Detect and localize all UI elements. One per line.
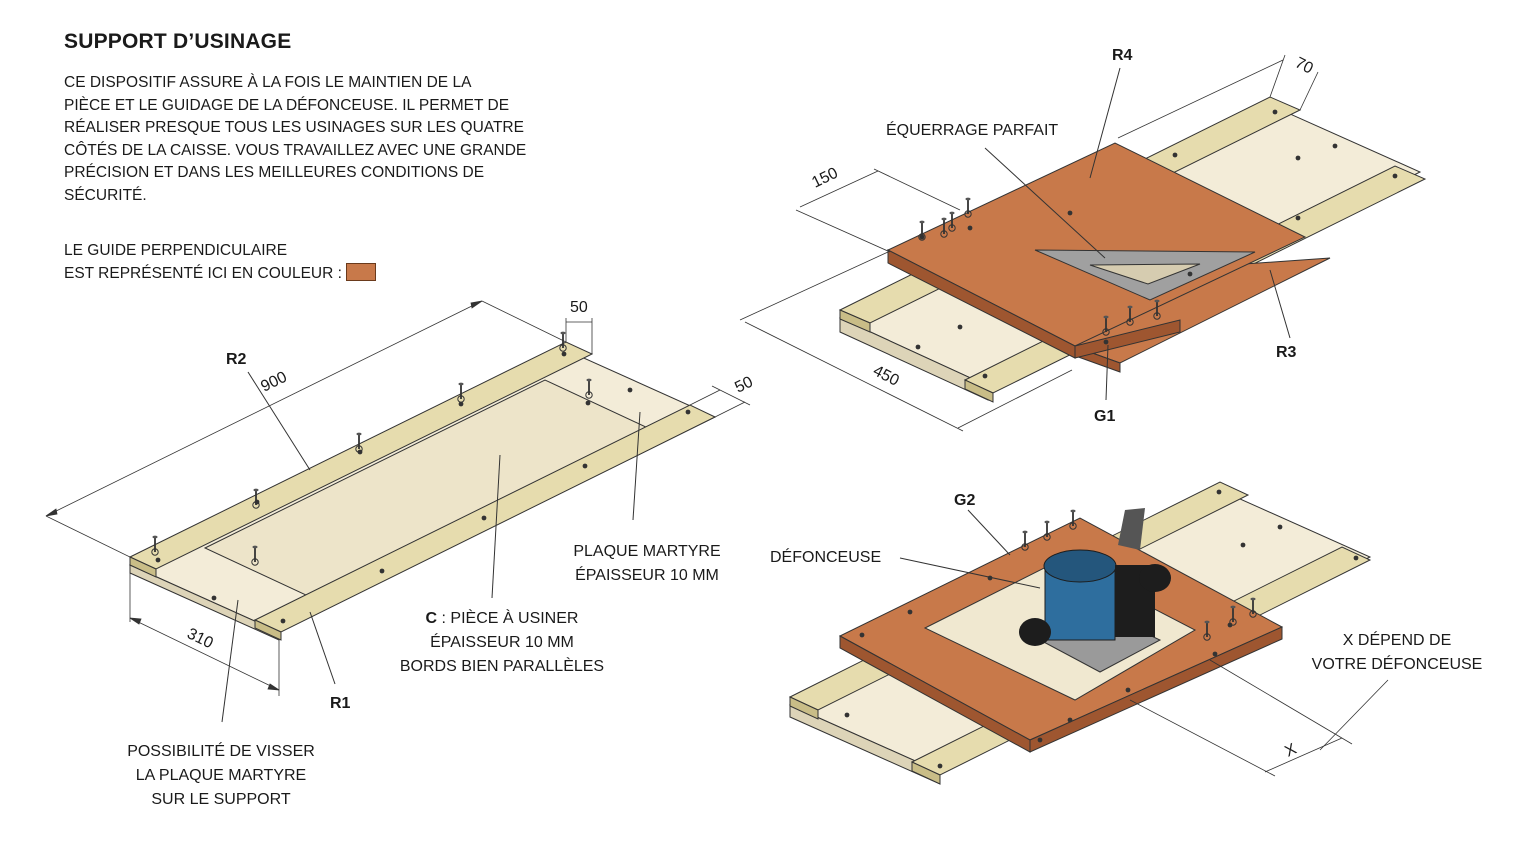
router-dust-port [1118, 508, 1145, 550]
router-top [1043, 549, 1117, 583]
intro-text: CE DISPOSITIF ASSURE À LA FOIS LE MAINTI… [64, 72, 584, 208]
label-piece-3: BORDS BIEN PARALLÈLES [400, 656, 604, 675]
label-piece-c: C [426, 610, 438, 627]
leader-defonceuse [899, 557, 1041, 589]
label-martyre-2: ÉPAISSEUR 10 MM [575, 565, 719, 584]
label-visser-2: LA PLAQUE MARTYRE [136, 767, 306, 784]
dim-900-label: 900 [258, 369, 290, 396]
label-visser-1: POSSIBILITÉ DE VISSER [127, 741, 315, 760]
legend-line-1: LE GUIDE PERPENDICULAIRE [64, 242, 288, 259]
dimension-50-right [689, 385, 751, 418]
leader-g1 [1105, 344, 1109, 401]
leader-martyre [632, 411, 641, 521]
leader-x [1319, 679, 1389, 751]
steel-square-inner [1089, 263, 1201, 285]
leader-r3 [1269, 269, 1291, 339]
label-r4: R4 [1112, 47, 1133, 64]
label-r2: R2 [226, 351, 247, 368]
guide-color-swatch [345, 262, 376, 281]
rail-r2-side [129, 556, 157, 578]
dimension-50-top [565, 318, 593, 354]
br-rail-back-side [789, 696, 819, 720]
intro-line: PRÉCISION ET DANS LES MEILLEURES CONDITI… [64, 164, 485, 182]
router-knob-left [1019, 618, 1051, 646]
intro-line: CE DISPOSITIF ASSURE À LA FOIS LE MAINTI… [64, 74, 472, 91]
tr-rail-back-side [839, 309, 871, 333]
label-g1: G1 [1094, 408, 1115, 425]
leader-g2 [967, 509, 1011, 556]
guide-r4-end [1074, 319, 1181, 359]
guide-g2-end [1029, 626, 1283, 753]
rail-r1-side [254, 619, 282, 641]
label-r3: R3 [1276, 344, 1297, 361]
legend-text: EST REPRÉSENTÉ ICI EN COULEUR : [64, 264, 342, 282]
dim-450-line [744, 321, 964, 432]
br-rail-front-side [911, 761, 941, 785]
dim-150-line [799, 170, 879, 208]
dim-70-label: 70 [1292, 54, 1316, 77]
label-x-2: VOTRE DÉFONCEUSE [1312, 654, 1483, 673]
label-defonceuse: DÉFONCEUSE [770, 547, 881, 566]
intro-line: PIÈCE ET LE GUIDAGE DE LA DÉFONCEUSE. IL… [64, 96, 510, 114]
dim-50-top-label: 50 [570, 299, 588, 316]
top-right-assembly: 70 150 450 R4 ÉQUERRAGE PARFAIT R3 G1 [739, 47, 1427, 432]
router-defonceuse [1019, 508, 1171, 673]
intro-line: RÉALISER PRESQUE TOUS LES USINAGES SUR L… [64, 119, 524, 137]
color-legend: LE GUIDE PERPENDICULAIRE EST REPRÉSENTÉ … [64, 240, 376, 285]
label-equerrage: ÉQUERRAGE PARFAIT [886, 120, 1058, 139]
intro-line: SÉCURITÉ. [64, 186, 147, 204]
label-piece-2: ÉPAISSEUR 10 MM [430, 632, 574, 651]
leader-r1 [309, 611, 336, 685]
label-x-1: X DÉPEND DE [1343, 630, 1451, 649]
leader-piece [491, 454, 501, 599]
label-piece-c-text: : PIÈCE À USINER [437, 608, 578, 627]
dim-310-label: 310 [184, 625, 216, 652]
label-piece-1: C : PIÈCE À USINER [426, 608, 579, 627]
leader-visser [221, 599, 239, 723]
label-r1: R1 [330, 695, 351, 712]
dim-50-right-label: 50 [732, 373, 756, 396]
dimension-900 [45, 300, 567, 558]
intro-line: CÔTÉS DE LA CAISSE. VOUS TRAVAILLEZ AVEC… [64, 141, 527, 159]
dim-450-label: 450 [870, 362, 902, 389]
leader-r2 [247, 371, 311, 471]
dim-x-line [1264, 737, 1343, 773]
page-title: SUPPORT D’USINAGE [64, 30, 292, 53]
dim-70-line [1117, 59, 1284, 139]
label-visser-3: SUR LE SUPPORT [151, 791, 291, 808]
leader-equerrage [984, 147, 1106, 259]
dim-150-label: 150 [809, 165, 841, 192]
tr-rail-front-side [964, 379, 994, 403]
label-martyre-1: PLAQUE MARTYRE [573, 543, 720, 560]
left-support-assembly: 900 50 50 310 [45, 299, 756, 808]
leader-r4 [1089, 67, 1121, 179]
dimension-310 [129, 573, 280, 696]
bottom-right-assembly: X G2 DÉFONCEUSE X DÉPEND DE VOTRE DÉFONC… [770, 481, 1483, 785]
router-knob-right [1139, 564, 1171, 592]
legend-line-2: EST REPRÉSENTÉ ICI EN COULEUR : [64, 262, 376, 286]
label-g2: G2 [954, 492, 975, 509]
